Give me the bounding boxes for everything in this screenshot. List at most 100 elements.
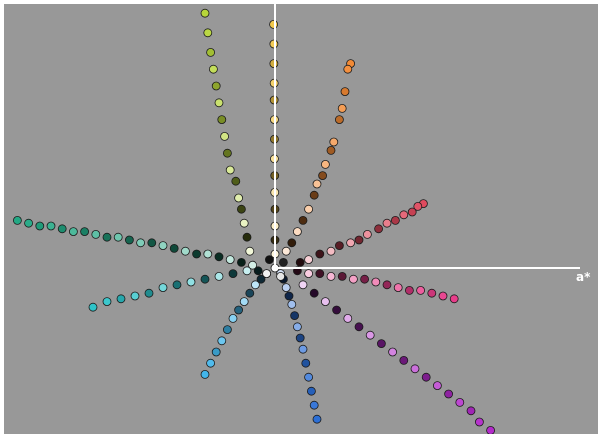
data-point-green-teal — [203, 249, 213, 259]
data-point-pink — [371, 277, 381, 287]
data-point-red — [304, 255, 314, 265]
data-point-magenta-purple — [421, 372, 431, 382]
data-point-orange — [343, 64, 353, 74]
data-point-green-teal — [91, 229, 101, 239]
data-point-pink — [348, 274, 358, 284]
data-point-yellow-green — [203, 28, 213, 38]
data-point-orange — [287, 238, 297, 248]
data-point-red — [346, 238, 356, 248]
data-point-yellow-green — [211, 81, 221, 91]
data-point-magenta-purple — [332, 305, 342, 315]
data-point-yellow-green — [225, 165, 235, 175]
data-point-magenta-purple — [343, 313, 353, 323]
data-point-orange — [320, 159, 330, 169]
data-point-yellow-green — [231, 176, 241, 186]
scatter-plot: a* — [12, 4, 591, 434]
data-point-yellow-green — [236, 204, 246, 214]
data-point-green-teal — [80, 227, 89, 237]
data-point-neutral — [262, 269, 272, 279]
data-point-orange — [334, 115, 344, 124]
data-point-sky-blue — [256, 274, 266, 284]
data-point-green-teal — [225, 255, 235, 265]
data-point-blue — [306, 386, 316, 396]
data-point-red — [295, 257, 305, 267]
data-point-blue — [312, 414, 322, 424]
data-point-sky-blue — [217, 336, 227, 346]
data-point-green-teal — [102, 232, 112, 242]
data-point-magenta-purple — [486, 426, 495, 434]
data-point-red — [390, 215, 400, 225]
data-point-magenta-purple — [444, 389, 454, 399]
data-point-pink — [337, 271, 347, 281]
data-point-green-teal — [248, 260, 258, 270]
data-point-magenta-purple — [410, 364, 420, 374]
plot-area: a* — [4, 4, 598, 434]
data-point-green-teal — [57, 224, 67, 234]
data-point-cyan — [144, 288, 154, 298]
data-point-blue — [287, 299, 297, 309]
data-point-yellow-green — [239, 218, 249, 228]
data-point-yellow-green — [220, 131, 230, 141]
data-point-sky-blue — [200, 369, 210, 379]
a-axis-label: a* — [576, 270, 591, 284]
data-point-red — [399, 210, 409, 220]
data-point-neutral — [276, 271, 286, 281]
data-point-magenta-purple — [399, 355, 409, 365]
data-point-green-teal — [69, 227, 78, 237]
data-point-pink — [382, 280, 392, 290]
data-point-orange — [292, 227, 302, 237]
data-point-green-teal — [125, 235, 134, 245]
data-point-green-teal — [113, 232, 123, 242]
data-point-green-teal — [236, 257, 246, 267]
data-point-green-teal — [180, 246, 190, 256]
data-point-pink — [326, 271, 336, 281]
data-point-sky-blue — [228, 313, 238, 323]
data-point-red — [374, 224, 384, 234]
data-point-pink — [404, 285, 414, 295]
data-point-magenta-purple — [388, 347, 398, 357]
data-point-sky-blue — [206, 358, 216, 368]
data-point-orange — [298, 215, 308, 225]
data-point-yellow-green — [208, 64, 218, 74]
data-point-cyan — [200, 274, 210, 284]
data-point-green-teal — [147, 238, 157, 248]
data-point-red — [354, 235, 364, 245]
data-point-cyan — [214, 271, 224, 281]
data-point-cyan — [242, 266, 252, 276]
data-point-red — [413, 201, 423, 211]
data-point-yellow — [269, 19, 279, 29]
data-point-cyan — [88, 302, 98, 312]
data-point-green-teal — [136, 238, 146, 248]
data-point-green-teal — [35, 221, 45, 231]
data-point-orange — [281, 246, 291, 256]
data-point-cyan — [130, 291, 140, 301]
data-point-pink — [315, 269, 325, 279]
data-point-cyan — [116, 294, 126, 304]
data-point-green-teal — [169, 243, 179, 253]
data-point-orange — [312, 179, 322, 189]
data-point-cyan — [102, 297, 112, 307]
data-point-magenta-purple — [466, 406, 476, 416]
data-point-magenta-purple — [376, 339, 386, 349]
data-point-neutral — [264, 255, 274, 265]
data-point-cyan — [158, 283, 168, 293]
data-point-sky-blue — [211, 347, 221, 357]
data-point-red — [362, 229, 372, 239]
data-point-sky-blue — [222, 325, 232, 335]
data-point-orange — [326, 145, 336, 155]
data-point-blue — [290, 311, 300, 321]
data-point-green-teal — [24, 218, 34, 228]
data-point-blue — [304, 372, 314, 382]
data-point-magenta-purple — [455, 397, 465, 407]
data-point-red — [382, 218, 392, 228]
data-point-yellow — [269, 39, 279, 49]
data-point-blue — [284, 291, 294, 301]
data-point-blue — [298, 344, 308, 354]
data-point-orange — [304, 204, 314, 214]
data-point-magenta-purple — [474, 417, 484, 427]
data-point-orange — [309, 190, 319, 200]
data-point-cyan — [186, 277, 196, 287]
data-point-pink — [438, 291, 448, 301]
data-point-green-teal — [214, 252, 224, 262]
data-point-yellow — [269, 59, 279, 68]
